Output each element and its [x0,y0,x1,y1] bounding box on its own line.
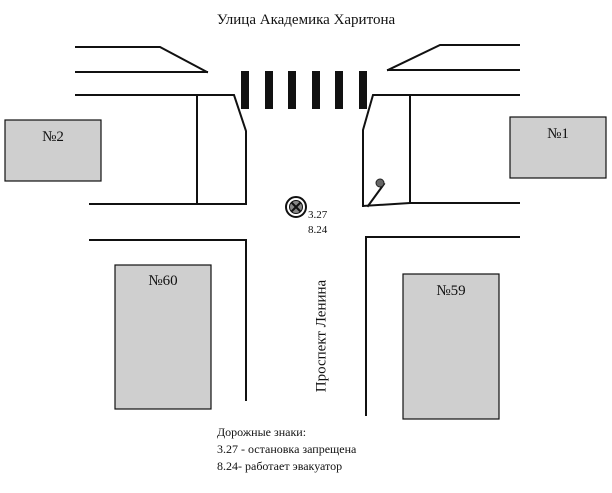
building-label-59: №59 [436,283,466,299]
parking-marker-icon [375,178,385,188]
road-edge [361,202,520,208]
building-label-60: №60 [148,273,178,289]
building-2 [4,119,102,182]
buildings [4,116,607,420]
building-label-2: №2 [42,129,64,145]
building-1 [509,116,607,179]
street-name-top: Улица Академика Харитона [216,12,396,28]
crosswalk-stripe [288,71,296,109]
legend-title: Дорожные знаки: [217,425,307,439]
crosswalk-stripe [335,71,343,109]
street-name-vertical: Проспект Ленина [313,279,330,393]
crosswalk-stripe [241,71,249,109]
road-lines [75,44,520,416]
sign-code-8-24: 8.24 [308,224,328,236]
legend-line-8-24: 8.24- работает эвакуатор [217,459,343,473]
crosswalk [241,71,367,109]
legend-line-3-27: 3.27 - остановка запрещена [217,442,357,456]
crosswalk-stripe [312,71,320,109]
sign-code-3-27: 3.27 [308,209,328,221]
road-edge [362,94,520,207]
road-edge [386,44,520,72]
crosswalk-stripe [359,71,367,109]
building-60 [114,264,212,410]
building-label-1: №1 [547,126,569,142]
road-edge [365,236,520,416]
road-edge [75,46,209,74]
crosswalk-stripe [265,71,273,109]
road-edge [75,94,247,205]
road-edge [89,239,247,401]
building-59 [402,273,500,420]
road-edge [366,182,386,208]
no-stopping-sign-icon [285,196,307,218]
